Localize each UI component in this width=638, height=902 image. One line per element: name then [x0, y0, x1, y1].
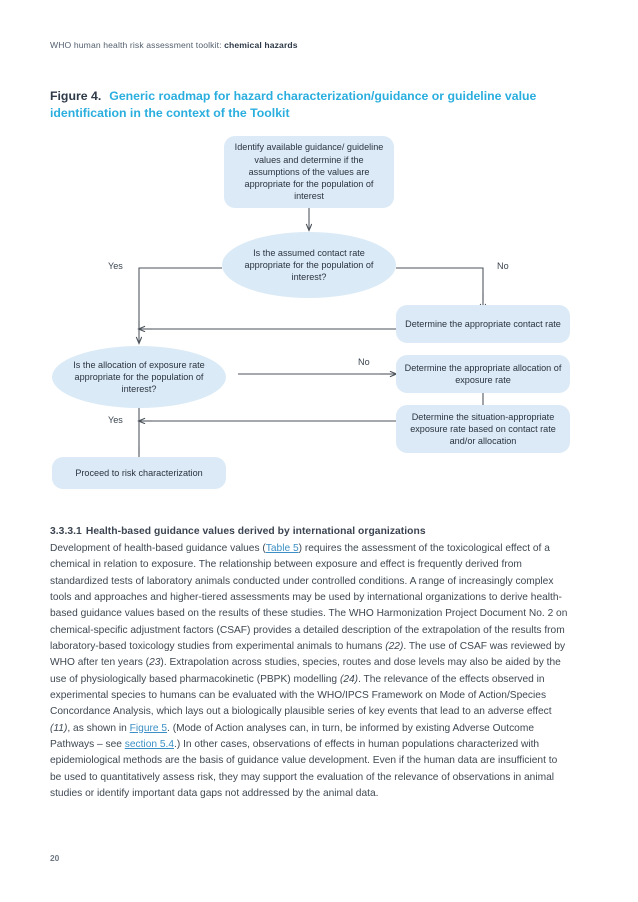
section-heading-text: Health-based guidance values derived by …	[85, 526, 426, 537]
citation-reference: (22)	[385, 641, 404, 653]
inline-link[interactable]: section 5.4	[124, 739, 175, 751]
paragraph-text: Development of health-based guidance val…	[50, 543, 266, 554]
figure-caption: Generic roadmap for hazard characterizat…	[50, 89, 537, 120]
edge-label-no-bottom: No	[358, 357, 370, 367]
flow-node-identify-values: Identify available guidance/ guideline v…	[224, 136, 394, 208]
running-head: WHO human health risk assessment toolkit…	[50, 40, 298, 50]
edge-label-no-top: No	[497, 261, 509, 271]
paragraph-text: . The relevance of the effects observed …	[50, 673, 552, 718]
flow-node-label: Determine the appropriate contact rate	[405, 318, 561, 329]
flow-node-contact-rate-question: Is the assumed contact rate appropriate …	[222, 232, 396, 298]
section-number: 3.3.3.1	[50, 526, 82, 537]
inline-link[interactable]: Figure 5	[129, 722, 168, 734]
running-head-plain: WHO human health risk assessment toolkit…	[50, 40, 225, 50]
paragraph-text: ). Extrapolation across studies, species…	[50, 657, 561, 685]
paragraph-text: , as shown in	[67, 722, 130, 734]
flow-node-allocation-question: Is the allocation of exposure rate appro…	[52, 346, 226, 408]
flow-node-determine-situation-rate: Determine the situation-appropriate expo…	[396, 405, 570, 453]
figure-title: Figure 4.Generic roadmap for hazard char…	[50, 88, 550, 122]
citation-reference: 23	[149, 657, 161, 669]
paragraph-text: ) requires the assessment of the toxicol…	[50, 543, 568, 653]
paragraph-text: .) In other cases, observations of effec…	[50, 739, 558, 800]
flow-node-determine-allocation: Determine the appropriate allocation of …	[396, 355, 570, 393]
citation-reference: (24)	[339, 673, 359, 685]
citation-reference: (11)	[50, 722, 68, 734]
paragraph-text: . (Mode of Action analyses can, in turn,…	[50, 722, 534, 751]
flow-node-label: Determine the appropriate allocation of …	[404, 362, 562, 385]
flow-node-label: Is the allocation of exposure rate appro…	[73, 359, 205, 395]
paragraph-text: . The use of CSAF was reviewed by WHO af…	[50, 641, 566, 669]
flow-node-proceed: Proceed to risk characterization	[52, 457, 226, 489]
inline-link[interactable]: Table 5	[265, 543, 299, 554]
edge-label-yes-top: Yes	[108, 261, 123, 271]
flow-node-label: Is the assumed contact rate appropriate …	[244, 247, 374, 283]
edge-label-yes-bottom: Yes	[108, 415, 123, 425]
flow-node-label: Proceed to risk characterization	[75, 467, 203, 478]
figure-number: Figure 4.	[50, 89, 102, 103]
section-paragraph: Development of health-based guidance val…	[50, 541, 570, 803]
running-head-bold: chemical hazards	[224, 40, 298, 50]
flow-node-label: Determine the situation-appropriate expo…	[410, 411, 556, 447]
flow-node-label: Identify available guidance/ guideline v…	[234, 142, 384, 202]
page-number: 20	[50, 853, 60, 863]
flow-node-determine-contact-rate: Determine the appropriate contact rate	[396, 305, 570, 343]
